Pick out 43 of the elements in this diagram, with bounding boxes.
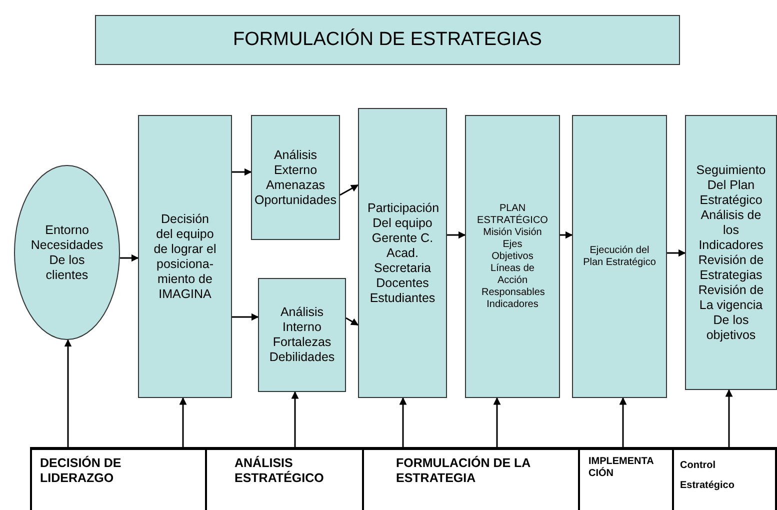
node-text: Decisión del equipo de lograr el posiciona- miento de IMAGINA bbox=[152, 212, 218, 302]
node-text: Ejecución del Plan Estratégico bbox=[582, 244, 657, 268]
phase-label: FORMULACIÓN DE LA ESTRATEGIA bbox=[396, 456, 532, 486]
arrow bbox=[340, 184, 359, 196]
table-cell bbox=[362, 447, 578, 510]
title-box bbox=[95, 15, 680, 65]
arrow bbox=[619, 397, 627, 447]
table-cell bbox=[205, 447, 362, 510]
title-text: FORMULACIÓN DE ESTRATEGIAS bbox=[233, 28, 542, 52]
process-box bbox=[258, 278, 346, 392]
node-text: Participación Del equipo Gerente C. Acad. Secretaria Docentes Estudiantes bbox=[368, 200, 438, 306]
process-box bbox=[138, 115, 232, 398]
arrow bbox=[64, 339, 72, 447]
table-cell bbox=[30, 447, 205, 510]
process-box bbox=[685, 115, 777, 390]
node-text: Análisis Externo Amenazas Oportunidades bbox=[254, 148, 337, 208]
arrow bbox=[346, 317, 359, 326]
table-cell bbox=[672, 447, 777, 510]
node-text: Seguimiento Del Plan Estratégico Análisis de los Indicadores Revisión de Estrategias Revisión de La vigencia De los objetivos bbox=[695, 162, 767, 342]
arrow bbox=[667, 249, 686, 257]
process-box bbox=[358, 108, 447, 398]
phase-label: Control Estratégico bbox=[680, 459, 736, 493]
process-box bbox=[572, 115, 667, 398]
node-text: Misión Visión Ejes Objetivos Líneas de Acción Responsables Indicadores bbox=[482, 226, 544, 310]
process-box bbox=[465, 115, 560, 398]
arrow bbox=[493, 397, 501, 447]
table-cell bbox=[578, 447, 672, 510]
arrow bbox=[291, 391, 299, 447]
arrow bbox=[725, 389, 733, 447]
process-box bbox=[251, 115, 340, 240]
node-text: Análisis Interno Fortalezas Debilidades bbox=[268, 305, 336, 365]
arrow bbox=[232, 168, 252, 176]
arrow bbox=[120, 254, 139, 262]
arrow bbox=[447, 231, 466, 239]
phase-label: ANÁLISIS ESTRATÉGICO bbox=[234, 456, 325, 486]
phase-label: IMPLEMENTA CIÓN bbox=[588, 456, 654, 480]
arrow bbox=[179, 397, 187, 447]
arrow bbox=[560, 231, 573, 239]
phase-label: DECISIÓN DE LIDERAZGO bbox=[40, 456, 122, 486]
arrow bbox=[232, 313, 259, 321]
node-text: Entorno Necesidades De los clientes bbox=[30, 222, 104, 282]
node-text: PLAN ESTRATÉGICO bbox=[476, 202, 549, 226]
arrow bbox=[399, 397, 407, 447]
